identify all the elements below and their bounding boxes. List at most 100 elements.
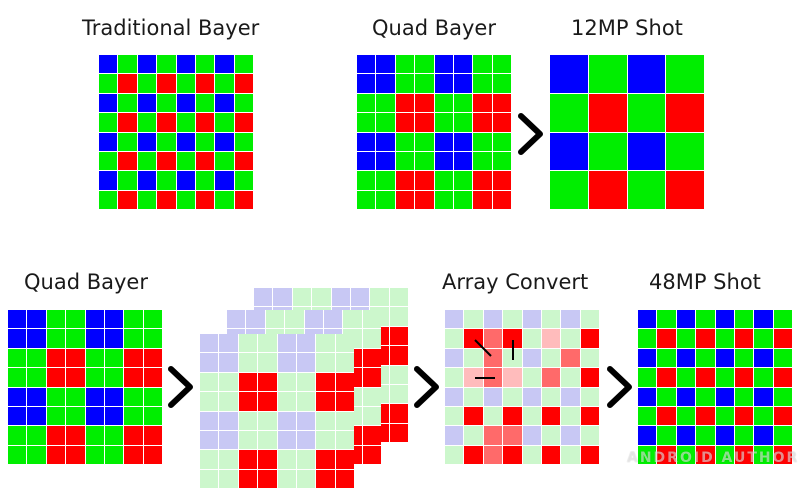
pixel-cell bbox=[200, 430, 219, 450]
label-array-convert: Array Convert bbox=[442, 270, 589, 294]
pixel-cell bbox=[638, 329, 657, 348]
pixel-cell bbox=[666, 132, 704, 171]
pixel-cell bbox=[561, 310, 580, 329]
pixel-cell bbox=[335, 372, 354, 392]
pixel-cell bbox=[277, 469, 296, 488]
pixel-cell bbox=[27, 445, 46, 464]
pixel-cell bbox=[258, 334, 277, 353]
pixel-cell bbox=[157, 151, 176, 171]
pixel-cell bbox=[473, 190, 492, 209]
pixel-cell bbox=[118, 171, 137, 190]
pixel-cell bbox=[258, 469, 277, 488]
pixel-cell bbox=[754, 368, 773, 387]
pixel-cell bbox=[434, 171, 453, 190]
pixel-cell bbox=[464, 348, 483, 368]
pixel-cell bbox=[434, 55, 453, 74]
pixel-cell bbox=[143, 445, 162, 464]
pixel-cell bbox=[227, 310, 246, 329]
pixel-cell bbox=[666, 93, 704, 132]
traditional-bayer-grid bbox=[99, 55, 253, 209]
pixel-cell bbox=[8, 387, 27, 406]
pixel-cell bbox=[104, 329, 124, 348]
pixel-cell bbox=[296, 372, 316, 392]
pixel-cell bbox=[118, 190, 137, 209]
pixel-cell bbox=[258, 430, 277, 450]
pixel-cell bbox=[445, 426, 464, 445]
pixel-cell bbox=[638, 406, 657, 426]
pixel-cell bbox=[434, 93, 453, 113]
pixel-cell bbox=[415, 132, 434, 151]
pixel-cell bbox=[483, 310, 503, 329]
pixel-cell bbox=[176, 55, 195, 74]
pixel-cell bbox=[734, 406, 754, 426]
pixel-cell bbox=[376, 132, 395, 151]
pixel-cell bbox=[46, 310, 66, 329]
pixel-cell bbox=[66, 387, 85, 406]
pixel-cell bbox=[580, 368, 599, 387]
pixel-cell bbox=[176, 190, 195, 209]
pixel-cell bbox=[143, 426, 162, 445]
pixel-cell bbox=[124, 329, 143, 348]
pixel-cell bbox=[492, 151, 511, 171]
pixel-cell bbox=[415, 190, 434, 209]
pixel-cell bbox=[157, 190, 176, 209]
pixel-cell bbox=[104, 368, 124, 387]
pixel-cell bbox=[27, 406, 46, 426]
pixel-cell bbox=[335, 450, 354, 469]
pixel-cell bbox=[296, 334, 316, 353]
pixel-cell bbox=[657, 406, 676, 426]
pixel-cell bbox=[676, 329, 696, 348]
pixel-cell bbox=[8, 329, 27, 348]
pixel-cell bbox=[638, 387, 657, 406]
pixel-cell bbox=[503, 368, 522, 387]
pixel-cell bbox=[124, 445, 143, 464]
pixel-cell bbox=[389, 307, 408, 326]
pixel-cell bbox=[85, 368, 104, 387]
chevron-right-icon bbox=[518, 113, 543, 155]
pixel-cell bbox=[277, 450, 296, 469]
pixel-cell bbox=[195, 74, 215, 93]
pixel-cell bbox=[46, 445, 66, 464]
pixel-cell bbox=[357, 132, 376, 151]
pixel-cell bbox=[638, 348, 657, 368]
pixel-cell bbox=[27, 329, 46, 348]
pixel-cell bbox=[370, 288, 389, 307]
pixel-cell bbox=[234, 151, 253, 171]
pixel-cell bbox=[580, 445, 599, 464]
pixel-cell bbox=[219, 450, 238, 469]
pixel-cell bbox=[99, 93, 118, 113]
label-48mp-shot: 48MP Shot bbox=[649, 270, 761, 294]
pixel-cell bbox=[215, 151, 234, 171]
swap-markers bbox=[474, 339, 514, 379]
pixel-cell bbox=[627, 132, 666, 171]
pixel-cell bbox=[200, 372, 219, 392]
pixel-cell bbox=[195, 113, 215, 132]
pixel-cell bbox=[200, 334, 219, 353]
pixel-cell bbox=[389, 384, 408, 404]
pixel-cell bbox=[277, 372, 296, 392]
pixel-cell bbox=[195, 190, 215, 209]
pixel-cell bbox=[104, 406, 124, 426]
pixel-cell bbox=[541, 426, 561, 445]
pixel-cell bbox=[234, 113, 253, 132]
pixel-cell bbox=[124, 406, 143, 426]
pixel-cell bbox=[434, 74, 453, 93]
pixel-cell bbox=[357, 93, 376, 113]
pixel-cell bbox=[657, 329, 676, 348]
pixel-cell bbox=[503, 426, 522, 445]
pixel-cell bbox=[234, 132, 253, 151]
pixel-cell bbox=[99, 190, 118, 209]
pixel-cell bbox=[483, 329, 503, 348]
pixel-cell bbox=[357, 151, 376, 171]
pixel-cell bbox=[362, 406, 381, 426]
pixel-cell bbox=[124, 368, 143, 387]
watermark-logo: ANDROID AUTHORITY bbox=[627, 450, 800, 466]
pixel-cell bbox=[773, 387, 792, 406]
pixel-cell bbox=[395, 190, 415, 209]
pixel-cell bbox=[638, 368, 657, 387]
pixel-cell bbox=[124, 310, 143, 329]
pixel-cell bbox=[734, 348, 754, 368]
pixel-cell bbox=[357, 190, 376, 209]
pixel-cell bbox=[234, 74, 253, 93]
pixel-cell bbox=[343, 310, 362, 329]
